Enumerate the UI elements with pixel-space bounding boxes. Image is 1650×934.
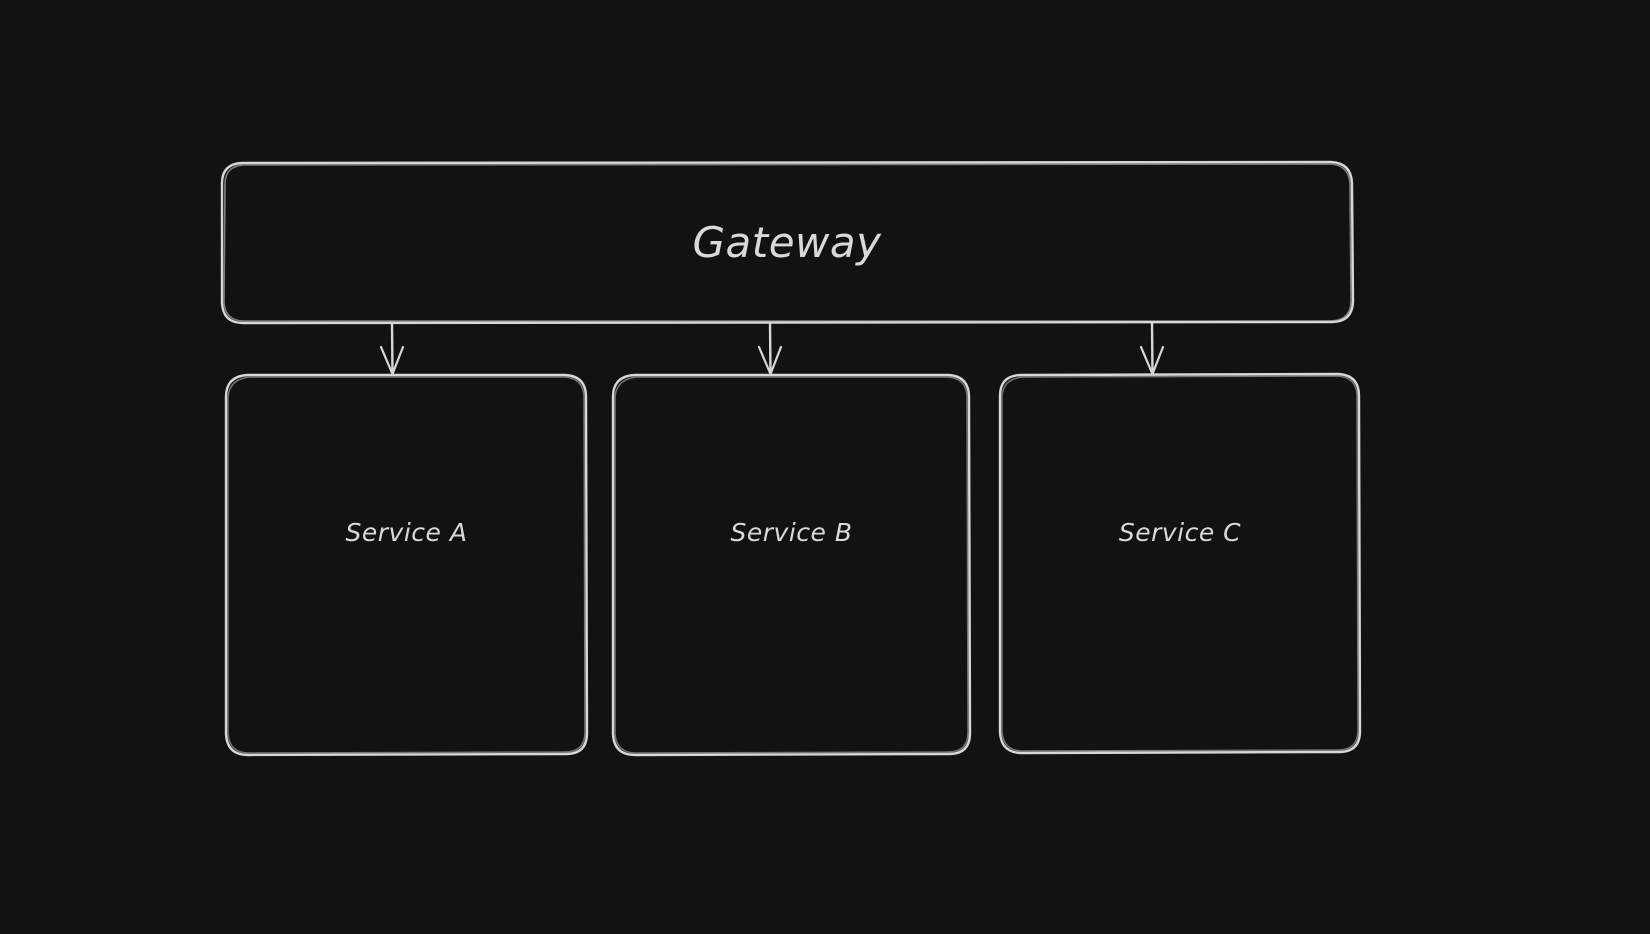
edge-gateway-service-b[interactable] [757, 321, 783, 376]
node-service-b[interactable] [613, 375, 970, 755]
node-service-c-outline[interactable] [998, 372, 1362, 755]
node-service-a[interactable] [226, 375, 587, 755]
node-service-c[interactable] [1000, 375, 1360, 755]
edge-gateway-service-c[interactable] [1139, 321, 1165, 376]
node-gateway[interactable] [222, 162, 1352, 323]
node-gateway-outline[interactable] [220, 160, 1355, 325]
edge-gateway-service-a[interactable] [379, 321, 405, 376]
node-service-b-outline[interactable] [611, 373, 972, 757]
node-service-a-outline[interactable] [224, 373, 589, 757]
